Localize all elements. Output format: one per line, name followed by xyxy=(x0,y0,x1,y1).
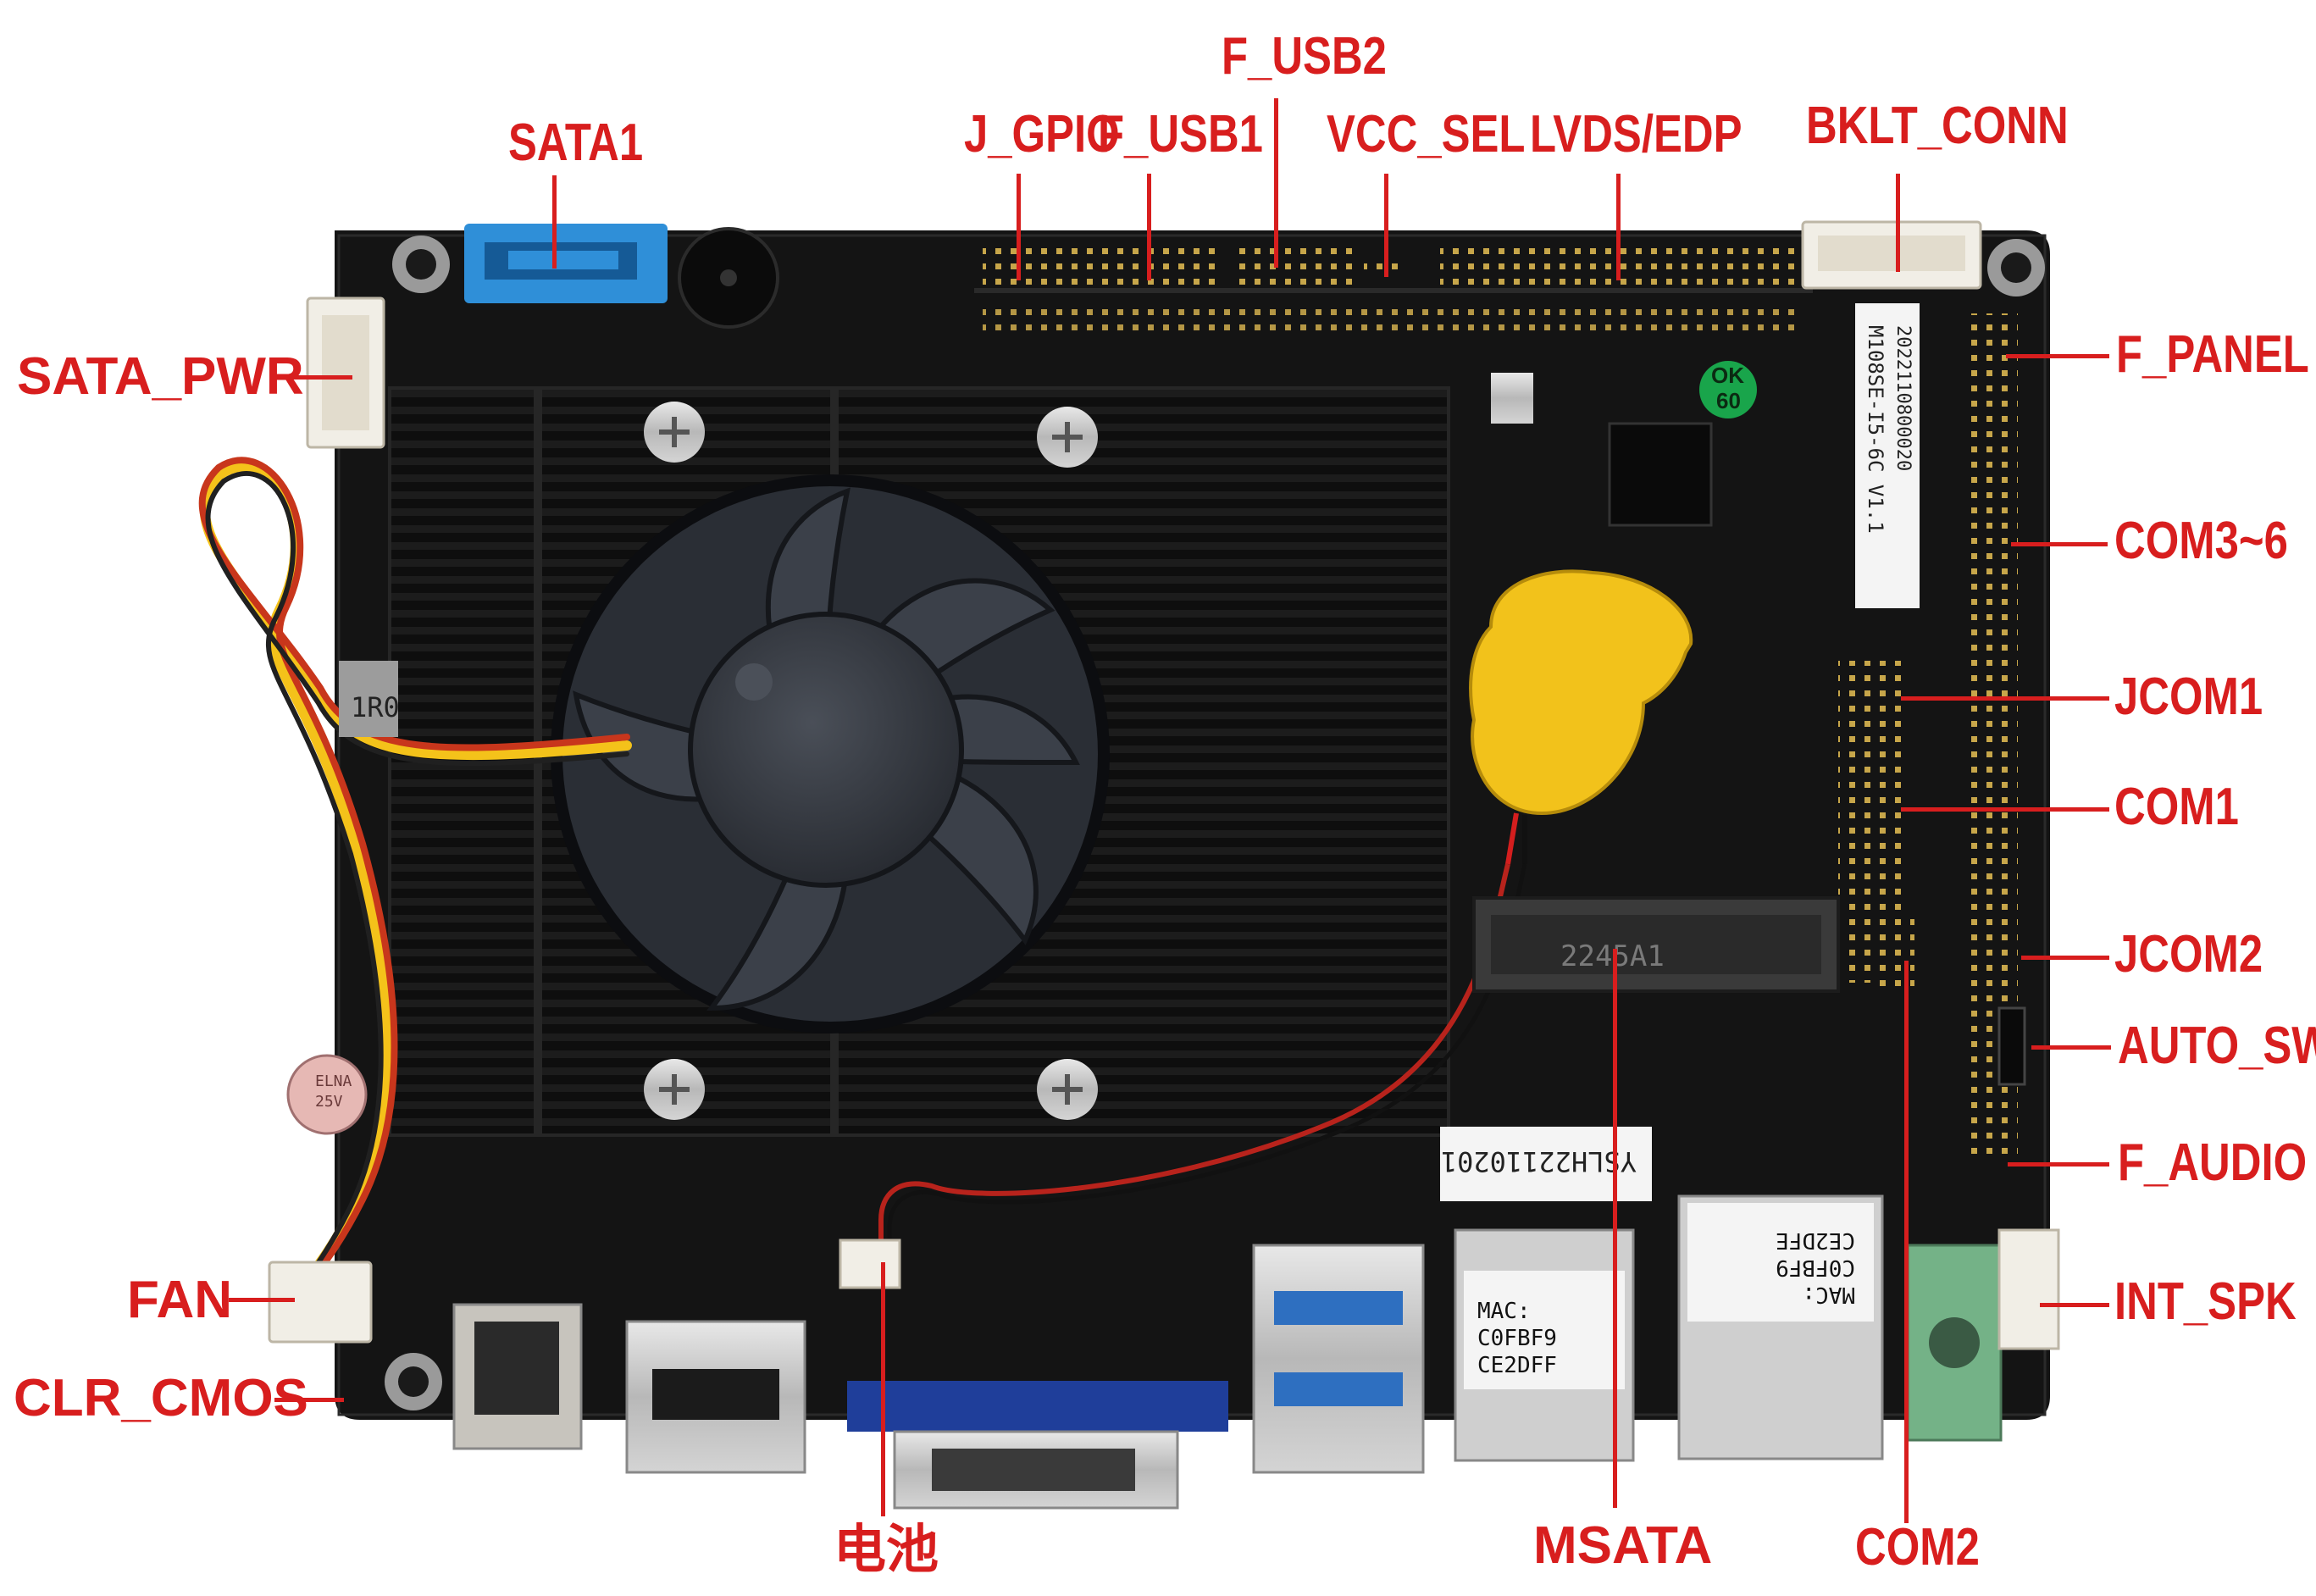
label-com3-6: COM3~6 xyxy=(2114,512,2288,570)
lead-fan xyxy=(229,1298,295,1302)
cpu-fan xyxy=(551,474,1110,1034)
lead-com2 xyxy=(1904,961,1909,1523)
lead-auto-sw xyxy=(2031,1045,2111,1050)
label-sata1: SATA1 xyxy=(508,114,644,172)
label-fan: FAN xyxy=(127,1271,232,1329)
lead-clr-cmos xyxy=(274,1398,344,1402)
label-battery: 电池 xyxy=(834,1518,939,1580)
ok-sticker-top: OK xyxy=(1711,363,1744,388)
lead-msata xyxy=(1613,949,1617,1508)
model-sticker: M108SE-I5-6C V1.1 2022110800020 xyxy=(1855,303,1920,608)
label-com1: COM1 xyxy=(2114,778,2239,836)
bklt-connector xyxy=(1801,220,1982,290)
mac2-line2: C0FBF9 xyxy=(1776,1255,1855,1280)
label-lvds-edp: LVDS/EDP xyxy=(1530,105,1743,163)
label-f-usb1: F_USB1 xyxy=(1098,105,1263,163)
label-f-usb2: F_USB2 xyxy=(1222,27,1387,86)
fan-header xyxy=(268,1261,373,1344)
lead-int-spk xyxy=(2040,1303,2109,1307)
lead-battery xyxy=(881,1262,885,1516)
electrolytic-capacitor: ELNA 25V xyxy=(286,1054,368,1135)
lead-lvds-edp xyxy=(1616,174,1621,280)
mac2-line3: CE2DFE xyxy=(1776,1227,1855,1253)
label-f-panel: F_PANEL xyxy=(2116,325,2309,384)
fan-cable xyxy=(198,457,632,1314)
label-jcom1: JCOM1 xyxy=(2114,668,2263,726)
msata-silk: 2245A1 xyxy=(1560,939,1665,973)
mac-label-1: MAC: C0FBF9 CE2DFF xyxy=(1477,1299,1557,1378)
lot-sticker-text: YSLH22110201 xyxy=(1441,1145,1637,1178)
mac1-line1: MAC: xyxy=(1477,1299,1531,1324)
lead-vcc-sel xyxy=(1384,174,1388,277)
cmos-battery xyxy=(1469,569,1693,865)
lead-f-audio xyxy=(2008,1162,2109,1167)
lead-jcom2 xyxy=(2021,956,2109,960)
ok-sticker-bottom: 60 xyxy=(1716,388,1741,413)
label-int-spk: INT_SPK xyxy=(2114,1272,2297,1331)
lead-j-gpio xyxy=(1017,174,1021,280)
lead-bklt-conn xyxy=(1896,174,1900,272)
label-msata: MSATA xyxy=(1533,1516,1713,1575)
sata-pwr-connector xyxy=(306,296,385,449)
label-clr-cmos: CLR_CMOS xyxy=(14,1369,308,1427)
mac-label-2: MAC: C0FBF9 CE2DFE xyxy=(1776,1227,1855,1307)
chipset-area: OK 60 xyxy=(1491,361,1757,527)
label-j-gpio: J_GPIO xyxy=(964,105,1120,163)
inductor xyxy=(339,661,398,737)
lead-f-usb1 xyxy=(1147,174,1151,280)
lead-com1 xyxy=(1901,807,2109,812)
inductor-text: 1R0 xyxy=(351,691,400,723)
label-bklt-conn: BKLT_CONN xyxy=(1806,97,2069,155)
label-auto-sw: AUTO_SW xyxy=(2118,1017,2316,1075)
label-vcc-sel: VCC_SEL xyxy=(1327,105,1526,163)
model-sticker-text: M108SE-I5-6C V1.1 xyxy=(1864,325,1887,534)
label-f-audio: F_AUDIO xyxy=(2118,1133,2308,1192)
capacitor-text: ELNA xyxy=(315,1072,352,1090)
mac1-line2: C0FBF9 xyxy=(1477,1326,1557,1351)
bottom-io xyxy=(452,1194,2060,1510)
lead-sata1 xyxy=(552,175,557,269)
serial-sticker-text: 2022110800020 xyxy=(1892,325,1914,471)
lead-f-usb2 xyxy=(1274,98,1278,268)
capacitor-voltage: 25V xyxy=(315,1093,343,1111)
label-jcom2: JCOM2 xyxy=(2114,925,2263,984)
lead-jcom1 xyxy=(1901,696,2109,701)
label-com2: COM2 xyxy=(1855,1518,1980,1577)
lead-sata-pwr xyxy=(285,375,352,380)
msata-slot: 2245A1 xyxy=(1472,896,1840,993)
lot-sticker: YSLH22110201 xyxy=(1440,1127,1652,1201)
label-sata-pwr: SATA_PWR xyxy=(17,347,304,406)
mac1-line3: CE2DFF xyxy=(1477,1353,1557,1378)
lead-com3-6 xyxy=(2011,542,2108,546)
lead-f-panel xyxy=(2006,354,2109,358)
right-header-column xyxy=(1838,313,2026,1161)
top-header-pins xyxy=(974,247,1813,335)
sata1-connector xyxy=(464,224,668,303)
mac2-line1: MAC: xyxy=(1802,1282,1855,1307)
